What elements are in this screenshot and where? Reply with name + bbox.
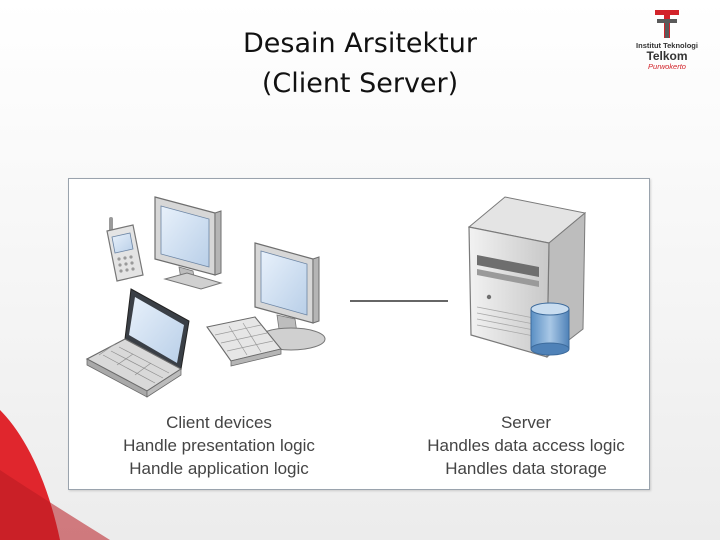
page-title: Desain Arsitektur (Client Server) (200, 24, 520, 104)
client-caption: Client devices Handle presentation logic… (99, 411, 339, 480)
institution-logo: Institut Teknologi Telkom Purwokerto (624, 8, 710, 80)
desktop-monitor-icon (254, 242, 326, 351)
diagram-artwork (85, 196, 587, 398)
client-line-2: Handle application logic (129, 459, 309, 478)
title-line-1: Desain Arsitektur (243, 28, 477, 59)
server-line-1: Handles data access logic (427, 436, 625, 455)
client-heading: Client devices (166, 413, 272, 432)
phone-icon (106, 217, 144, 282)
client-server-diagram: Client devices Handle presentation logic… (68, 178, 650, 490)
telkom-logo-icon (655, 10, 679, 38)
logo-text-telkom: Telkom (646, 49, 688, 63)
database-icon (530, 302, 570, 356)
client-line-1: Handle presentation logic (123, 436, 315, 455)
server-line-2: Handles data storage (445, 459, 607, 478)
title-line-2: (Client Server) (261, 68, 459, 99)
laptop-icon (85, 288, 190, 398)
server-caption: Server Handles data access logic Handles… (415, 411, 637, 480)
logo-text-purwokerto: Purwokerto (648, 62, 686, 71)
keyboard-icon (206, 316, 282, 367)
logo-text-institut: Institut Teknologi (636, 41, 698, 50)
desktop-monitor-icon (154, 196, 223, 290)
server-heading: Server (500, 413, 552, 432)
